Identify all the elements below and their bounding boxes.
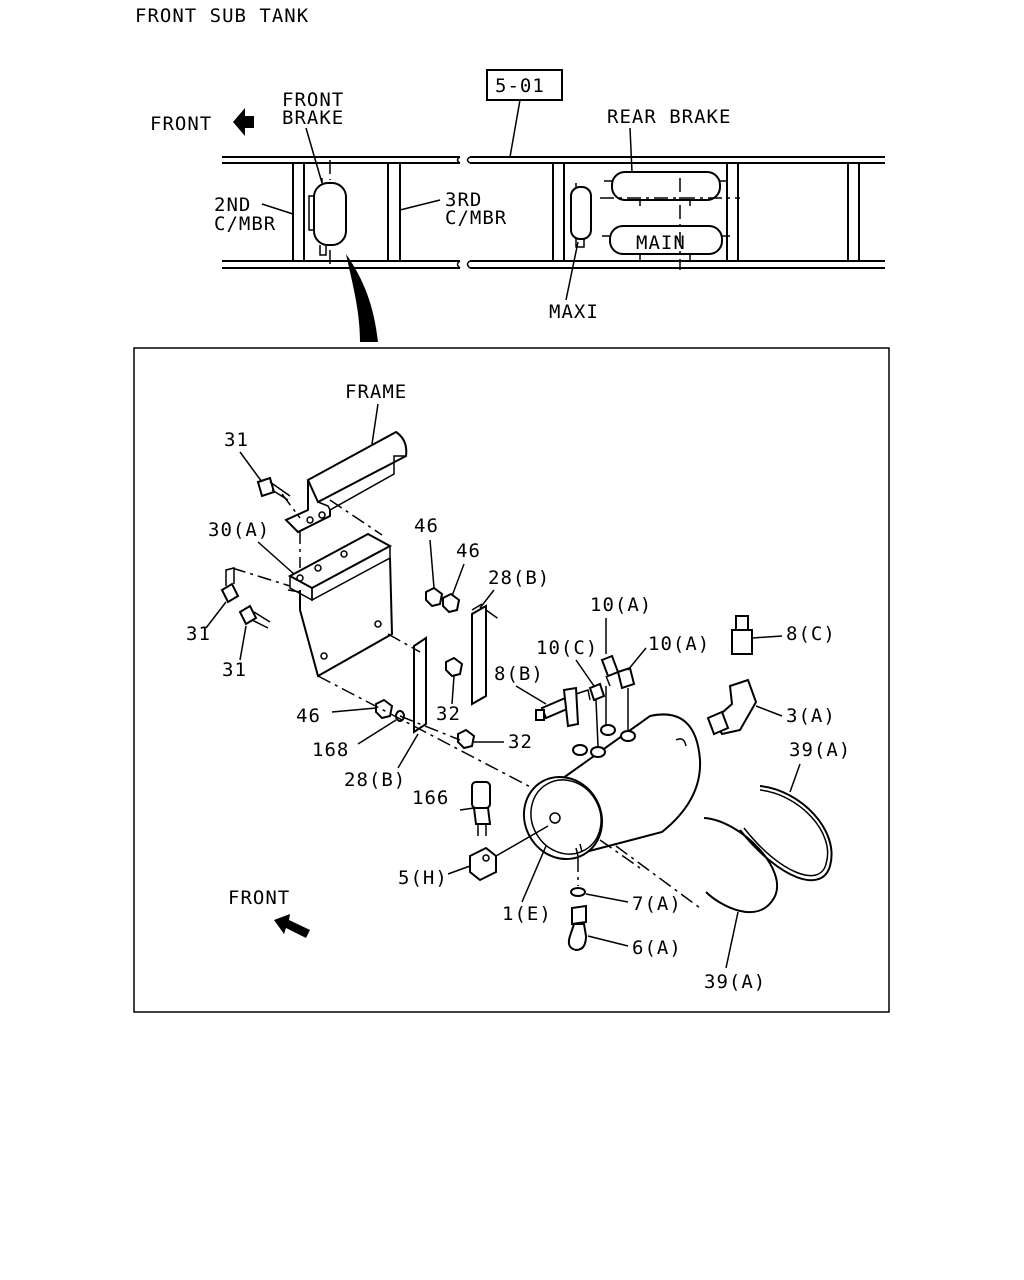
main-tank: MAIN bbox=[602, 225, 730, 260]
rear-brake-label: REAR BRAKE bbox=[607, 106, 731, 128]
ref-box bbox=[486, 69, 563, 101]
callout-32-a: 32 bbox=[436, 703, 461, 725]
callout-10a-mid: 10(A) bbox=[648, 633, 710, 655]
callout-1e: 1(E) bbox=[502, 903, 552, 925]
callout-28b-top: 28(B) bbox=[488, 567, 550, 589]
callout-31-lower: 31 bbox=[222, 659, 247, 681]
main-tank-label: MAIN bbox=[636, 232, 686, 254]
second-mbr-label-2: C/MBR bbox=[214, 213, 276, 235]
front-brake-tank bbox=[308, 178, 347, 256]
detail-pointer-arrow bbox=[346, 254, 378, 342]
frame-section bbox=[284, 430, 408, 534]
third-mbr-label-1: 3RD bbox=[445, 189, 482, 211]
callout-8b: 8(B) bbox=[494, 663, 544, 685]
elbow-3a bbox=[706, 678, 758, 736]
maxi-label: MAXI bbox=[549, 301, 599, 323]
callout-10c: 10(C) bbox=[536, 637, 598, 659]
callout-31-left: 31 bbox=[186, 623, 211, 645]
oring-7a bbox=[570, 887, 586, 897]
callout-30a: 30(A) bbox=[208, 519, 270, 541]
fitting-10a-top bbox=[600, 654, 620, 687]
pipe-39a bbox=[703, 785, 833, 914]
callout-6a: 6(A) bbox=[632, 937, 682, 959]
callout-28b-bottom: 28(B) bbox=[344, 769, 406, 791]
frame-label: FRAME bbox=[345, 381, 407, 403]
fitting-10a-mid bbox=[616, 666, 636, 690]
strap-28b-top bbox=[471, 603, 487, 706]
nut-46-b bbox=[442, 592, 461, 614]
diagram-title: FRONT SUB TANK bbox=[135, 5, 309, 27]
drain-valve-6a bbox=[567, 904, 588, 952]
fitting-8c bbox=[731, 615, 753, 655]
bracket-30a bbox=[287, 532, 394, 678]
sub-tank-1e bbox=[522, 713, 702, 861]
rear-brake-tank bbox=[604, 171, 728, 206]
nut-46-a bbox=[425, 586, 444, 608]
maxi-tank bbox=[570, 183, 592, 248]
third-mbr-label-2: C/MBR bbox=[445, 207, 507, 229]
frame-rail-bottom bbox=[222, 260, 885, 269]
callout-46-a: 46 bbox=[414, 515, 439, 537]
second-mbr-label-1: 2ND bbox=[214, 194, 251, 216]
nut-32-a bbox=[445, 656, 464, 678]
callout-39a-top: 39(A) bbox=[789, 739, 851, 761]
tee-fitting-8b bbox=[535, 686, 591, 728]
detail-view: FRAME 31 bbox=[186, 381, 851, 993]
chassis-overview: 5-01 FRONT FRONT BRAKE REAR BRAKE 2ND C/… bbox=[150, 69, 885, 342]
detail-frame-box bbox=[133, 347, 890, 1013]
detail-front-arrow-icon bbox=[274, 914, 310, 938]
fitting-10c bbox=[588, 682, 606, 702]
front-arrow-icon bbox=[233, 108, 254, 136]
callout-10a-top: 10(A) bbox=[590, 594, 652, 616]
nut-46-c bbox=[375, 698, 394, 720]
callout-46-b: 46 bbox=[456, 540, 481, 562]
callout-32-b: 32 bbox=[508, 731, 533, 753]
connector-5h bbox=[469, 846, 497, 882]
callout-46-c: 46 bbox=[296, 705, 321, 727]
front-brake-label-2: BRAKE bbox=[282, 107, 344, 129]
callout-7a: 7(A) bbox=[632, 893, 682, 915]
crossmember-2nd bbox=[292, 163, 305, 261]
callout-166: 166 bbox=[412, 787, 449, 809]
bolt-31-lower bbox=[238, 604, 271, 629]
sensor-166 bbox=[471, 781, 492, 836]
bolt-31-left bbox=[220, 567, 240, 604]
callout-39a-bottom: 39(A) bbox=[704, 971, 766, 993]
frame-rail-top bbox=[222, 156, 885, 164]
callout-168: 168 bbox=[312, 739, 349, 761]
crossmember-3rd bbox=[387, 163, 401, 261]
ref-label: 5-01 bbox=[495, 75, 545, 97]
strap-28b-bottom bbox=[413, 636, 427, 734]
callout-8c: 8(C) bbox=[786, 623, 836, 645]
overview-front-label: FRONT bbox=[150, 113, 212, 135]
front-brake-label-1: FRONT bbox=[282, 89, 344, 111]
detail-front-label: FRONT bbox=[228, 887, 290, 909]
callout-5h: 5(H) bbox=[398, 867, 448, 889]
bolt-31-top bbox=[256, 476, 291, 501]
callout-31-top: 31 bbox=[224, 429, 249, 451]
nut-32-b bbox=[457, 728, 476, 750]
callout-3a: 3(A) bbox=[786, 705, 836, 727]
